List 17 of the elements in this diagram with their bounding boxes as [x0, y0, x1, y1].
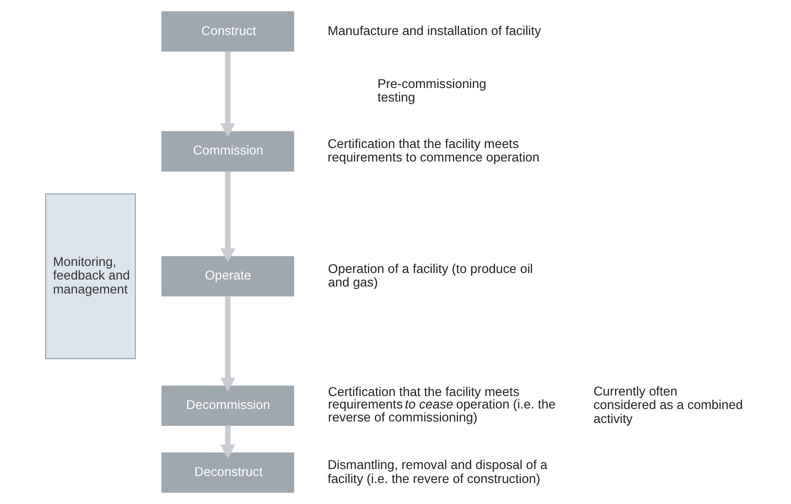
node-box: Operate	[160, 256, 294, 296]
node-box: Monitoring, feedback and management	[44, 193, 136, 360]
node-box: Decommission	[160, 386, 294, 426]
arrow	[220, 171, 235, 262]
node-box: Deconstruct	[160, 452, 294, 493]
label: Pre-commissioning testing	[376, 76, 486, 105]
node-box: Construct	[160, 11, 294, 52]
arrow	[220, 426, 235, 459]
node-label: Operation of a facility (to produce oil and gas)	[328, 260, 532, 290]
node-box: Commission	[160, 131, 294, 172]
arrow	[220, 296, 235, 392]
node-label: Manufacture and installation of facility	[327, 22, 540, 38]
arrow	[220, 51, 235, 138]
node-label: Certification that the facility meets requirements to cease operation (i.e. the reverse of commissioning)	[328, 384, 556, 425]
node-label: Certification that the facility meets requirements to commence operation	[327, 136, 540, 165]
label: Currently often considered as a combined activity	[592, 383, 742, 426]
node-label: Dismantling, removal and disposal of a facility (i.e. the revere of construction)	[327, 457, 547, 486]
